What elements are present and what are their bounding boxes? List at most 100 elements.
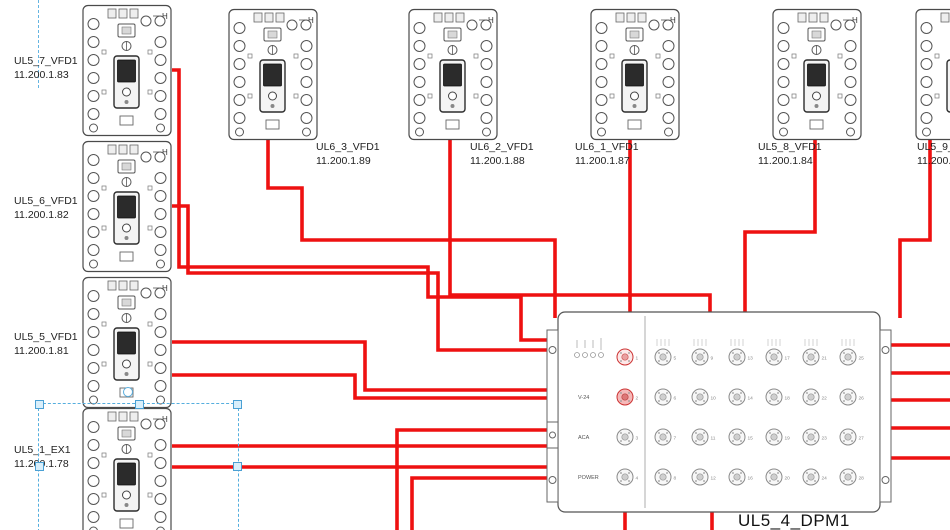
dpm-port-25[interactable]: 25 [839,348,865,366]
dpm-port-15[interactable]: 15 [728,428,753,446]
dpm-port-19[interactable]: 19 [765,428,791,446]
cable-ul5-5-vfd1[interactable] [172,373,556,400]
cable-ul6-2-vfd1[interactable] [448,136,712,318]
dpm-port-14[interactable]: 14 [728,388,754,406]
dpm-port-18[interactable]: 18 [765,388,790,406]
port-number: 1 [636,356,639,362]
dpm-port-20[interactable]: 20 [765,468,791,486]
device-ul6-1-vfd1[interactable] [590,8,680,141]
port-label: ACA [578,435,590,441]
dpm-port-9[interactable]: 9 [691,348,714,366]
port-number: 20 [785,476,791,482]
dpm-port-5[interactable]: 5 [654,348,677,366]
vfd-artwork [228,8,318,141]
dpm-port-24[interactable]: 24 [802,468,828,486]
port-number: 5 [674,356,677,362]
device-name: UL6_3_VFD1 [316,141,380,153]
selection-handle-top-right[interactable] [233,400,242,409]
dpm-port-16[interactable]: 16 [728,468,753,486]
device-ip: 11.200.1.82 [14,209,69,221]
device-label: UL5_6_VFD1 11.200.1.82 [14,194,78,222]
port-number: 22 [822,396,828,402]
dpm-port-1[interactable]: 1 [616,348,639,366]
dpm-port-27[interactable]: 27 [839,428,865,446]
device-name: UL5_6_VFD1 [14,195,78,207]
port-number: 10 [711,396,717,402]
dpm-port-28[interactable]: 28 [839,468,865,486]
device-ul6-2-vfd1[interactable] [408,8,498,141]
dpm-port-4[interactable]: 4 [616,468,639,486]
dpm-port-10[interactable]: 10 [691,388,717,406]
dpm-port-17[interactable]: 17 [765,348,791,366]
cable-ul5-8-vfd1[interactable] [743,136,817,318]
port-number: 7 [674,436,677,442]
cable-ul5-5-vfd1[interactable] [172,340,556,392]
port-number: 17 [785,356,791,362]
cable-ul5-9-[interactable] [898,136,932,318]
port-number: 11 [711,436,716,442]
dpm-port-grid: 12V-243ACA4POWER567891011121314151617181… [578,339,865,486]
device-name: UL5_8_VFD1 [758,141,822,153]
device-ip: 11.200.1.83 [14,69,69,81]
cable-ul6-3-vfd1[interactable] [266,136,557,318]
port-number: 25 [859,356,865,362]
dpm-port-22[interactable]: 22 [802,388,828,406]
dpm-port-26[interactable]: 26 [839,388,864,406]
dpm-port-7[interactable]: 7 [654,428,677,446]
port-number: 9 [711,356,714,362]
guide-line[interactable] [38,0,39,88]
device-ip: 11.200.1.88 [470,155,525,167]
port-number: 19 [785,436,791,442]
selection-handle-middle-left[interactable] [35,462,44,471]
port-number: 14 [748,396,754,402]
vfd-artwork [408,8,498,141]
device-name: UL5_9_ [917,141,950,153]
port-number: 4 [636,476,639,482]
selection-handle-top-left[interactable] [35,400,44,409]
port-number: 28 [859,476,865,482]
selection-handle-middle-right[interactable] [233,462,242,471]
device-label: UL5_1_EX111.200.1.78 [14,443,71,471]
port-label: V-24 [578,395,589,401]
device-name: UL5_7_VFD1 [14,55,78,67]
port-number: 21 [822,356,828,362]
vfd-artwork [82,140,172,273]
dpm-port-2[interactable]: 2 [616,388,639,406]
device-ul5-7-vfd1[interactable] [82,4,172,137]
selection-box[interactable] [35,400,242,530]
device-ip: 11.200.1.84 [758,155,813,167]
dpm-port-13[interactable]: 13 [728,348,753,366]
device-label: UL5_9_11.200. [917,140,950,168]
cable-offscreen-bottom[interactable] [395,428,556,530]
device-label: UL5_7_VFD1 11.200.1.83 [14,54,78,82]
port-number: 12 [711,476,717,482]
connection-point[interactable] [123,387,133,397]
port-number: 8 [674,476,677,482]
dpm-port-11[interactable]: 11 [691,428,716,446]
dpm-artwork: 12V-243ACA4POWER567891011121314151617181… [546,311,892,513]
port-number: 24 [822,476,828,482]
dpm-port-3[interactable]: 3 [616,428,639,446]
dpm-port-8[interactable]: 8 [654,468,677,486]
cable-ul5-7-vfd1[interactable] [172,68,556,342]
cable-ul5-6-vfd1[interactable] [172,204,556,352]
device-ul6-3-vfd1[interactable] [228,8,318,141]
device-ul5-6-vfd1[interactable] [82,140,172,273]
dpm-label: UL5_4_DPM1 [738,511,850,530]
dpm-port-23[interactable]: 23 [802,428,827,446]
cable-offscreen-bottom[interactable] [410,476,556,530]
port-number: 27 [859,436,865,442]
device-name: UL5_5_VFD1 [14,331,78,343]
dpm-port-6[interactable]: 6 [654,388,677,406]
device-ul5-9-vfd1[interactable] [915,8,950,141]
selection-handle-top-middle[interactable] [135,400,144,409]
vfd-artwork [915,8,950,141]
dpm-port-21[interactable]: 21 [802,348,828,366]
dpm-port-12[interactable]: 12 [691,468,717,486]
device-ul5-8-vfd1[interactable] [772,8,862,141]
